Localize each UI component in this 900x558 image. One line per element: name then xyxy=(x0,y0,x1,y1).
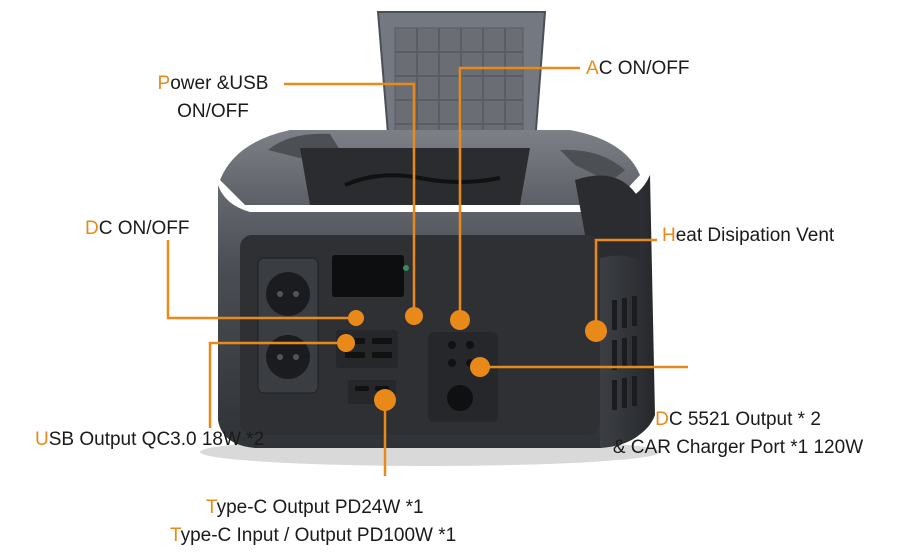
callout-dots xyxy=(337,307,607,411)
marker-usb-output xyxy=(337,334,355,352)
label-power-usb-line1-rest: ower &USB xyxy=(170,73,269,94)
marker-ac-switch xyxy=(450,310,470,330)
label-typec-line1-rest: ype-C Output PD24W *1 xyxy=(216,497,424,518)
label-typec: Type-C Output PD24W *1 Type-C Input / Ou… xyxy=(170,494,456,550)
label-ac-switch: AC ON/OFF xyxy=(586,55,689,83)
ac-sockets xyxy=(257,257,319,394)
marker-dc-switch xyxy=(348,310,364,326)
label-dc-switch: DC ON/OFF xyxy=(85,215,190,243)
label-dc-output-rest: C 5521 Output * 2 xyxy=(668,409,821,430)
label-ac-rest: C ON/OFF xyxy=(598,58,690,79)
callout-line-usb xyxy=(208,341,346,428)
heat-vent-slots xyxy=(612,296,637,410)
marker-typec xyxy=(374,389,396,411)
label-power-usb-line1-initial: P xyxy=(157,73,171,94)
label-heat-vent-initial: H xyxy=(662,225,676,246)
label-typec-line2-initial: T xyxy=(170,525,181,546)
label-dc-output-line2: & CAR Charger Port *1 120W xyxy=(612,437,864,458)
marker-dc-output xyxy=(470,357,490,377)
label-power-usb-switch: Power &USB ON/OFF xyxy=(143,70,283,126)
marker-heat-vent xyxy=(585,320,607,342)
label-typec-line2-rest: ype-C Input / Output PD100W *1 xyxy=(180,525,457,546)
label-usb-initial: U xyxy=(35,429,49,450)
label-typec-line1-initial: T xyxy=(206,497,217,518)
label-dc-initial: D xyxy=(85,218,99,239)
label-usb-output: USB Output QC3.0 18W *2 xyxy=(35,426,264,454)
callout-line-power-usb xyxy=(284,82,416,316)
callout-line-dc xyxy=(166,240,356,320)
label-dc-rest: C ON/OFF xyxy=(98,218,190,239)
lcd-display xyxy=(332,255,404,297)
label-usb-rest: SB Output QC3.0 18W *2 xyxy=(48,429,265,450)
label-power-usb-line2: ON/OFF xyxy=(177,101,249,122)
car-charger-port xyxy=(447,385,473,411)
label-dc-output: DC 5521 Output * 2 & CAR Charger Port *1… xyxy=(583,406,893,462)
callout-lines xyxy=(166,66,688,476)
label-dc-output-initial: D xyxy=(655,409,669,430)
label-heat-vent: Heat Disipation Vent xyxy=(662,222,834,250)
label-heat-vent-rest: eat Disipation Vent xyxy=(675,225,835,246)
label-ac-initial: A xyxy=(586,58,599,79)
marker-power-usb-switch xyxy=(405,307,423,325)
callout-line-ac xyxy=(458,66,580,318)
callout-line-vent xyxy=(594,238,657,330)
